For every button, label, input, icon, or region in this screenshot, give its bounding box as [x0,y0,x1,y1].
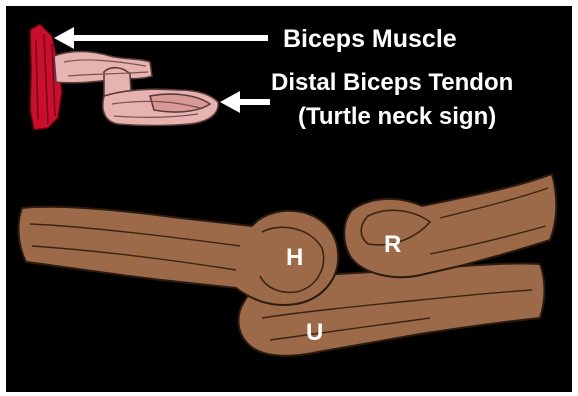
turtle-neck-sign-label: (Turtle neck sign) [298,103,496,130]
ulna-label: U [306,319,323,346]
humerus-label: H [286,244,303,271]
radius-label: R [384,231,401,258]
distal-biceps-tendon-label: Distal Biceps Tendon [271,69,513,96]
biceps-muscle-label: Biceps Muscle [283,25,457,53]
